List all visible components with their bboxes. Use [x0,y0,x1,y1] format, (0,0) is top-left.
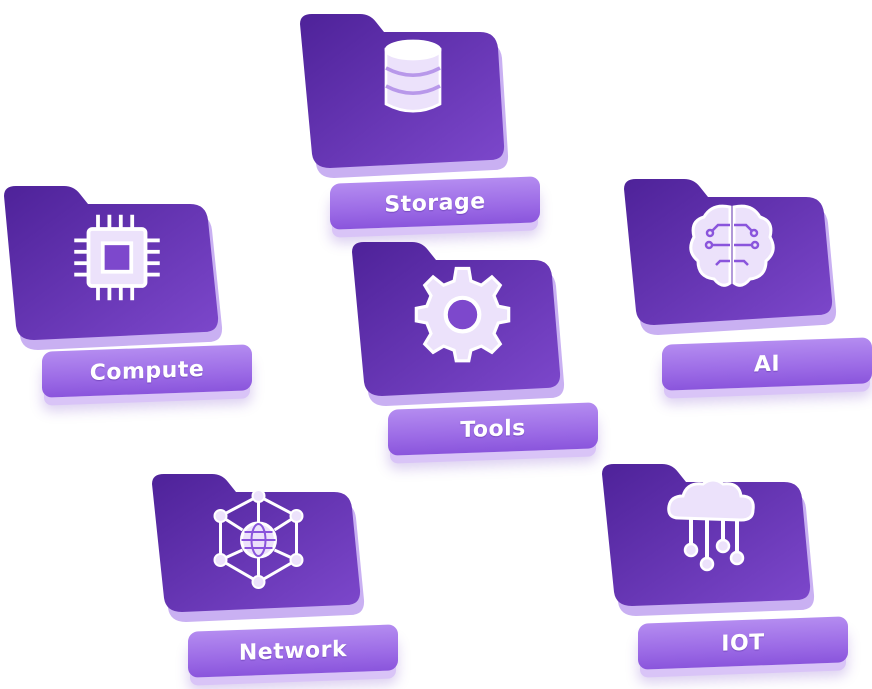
label-storage[interactable]: Storage [330,176,540,230]
label-storage-text: Storage [384,188,486,218]
folder-ai [620,175,850,335]
globe-network-icon [213,490,304,589]
label-network-text: Network [238,636,348,666]
label-ai-text: AI [753,351,781,377]
tile-storage[interactable]: Storage [290,10,540,230]
cloud-iot-icon [667,478,755,572]
tile-network[interactable]: Network [148,470,398,680]
label-compute-text: Compute [89,356,205,386]
tile-compute[interactable]: Compute [0,182,252,398]
folder-storage [290,10,520,178]
tile-iot[interactable]: IOT [598,460,848,670]
tile-tools[interactable]: Tools [348,238,598,456]
folder-iot [598,460,828,620]
label-compute[interactable]: Compute [42,344,252,398]
label-network[interactable]: Network [188,624,398,678]
folder-tools [348,238,578,406]
database-icon [384,39,442,113]
tile-ai[interactable]: AI [620,175,872,391]
label-iot-text: IOT [721,629,765,657]
label-iot[interactable]: IOT [638,616,848,670]
label-tools-text: Tools [460,415,526,443]
folder-compute [0,182,230,350]
label-ai[interactable]: AI [662,337,872,391]
gear-icon [414,266,511,363]
brain-circuit-icon [689,204,775,287]
label-tools[interactable]: Tools [388,402,598,456]
folder-network [148,470,378,630]
cpu-chip-icon [74,214,160,301]
